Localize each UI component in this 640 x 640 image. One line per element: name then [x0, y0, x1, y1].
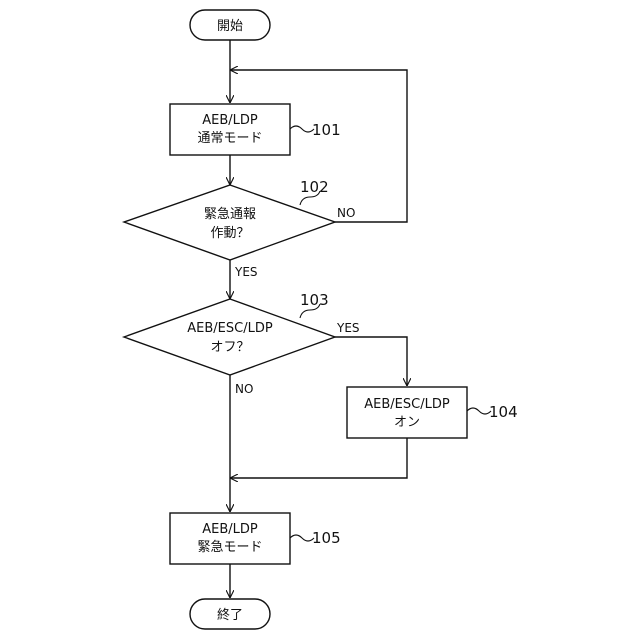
arrow-104-to-merge [230, 438, 407, 478]
decision-103-no-label: NO [235, 382, 253, 396]
end-label: 終了 [217, 607, 243, 623]
decision-103-ref: 103 [300, 291, 329, 309]
process-101-box [170, 104, 290, 155]
process-101-ref: 101 [312, 121, 341, 139]
decision-103-line2: オフ？ [210, 340, 249, 355]
start-label: 開始 [217, 19, 243, 34]
process-104-line1: AEB/ESC/LDP [364, 397, 450, 412]
process-104-ref-leader [467, 408, 491, 414]
decision-102-line1: 緊急通報 [204, 207, 256, 222]
decision-102-diamond [124, 185, 335, 260]
decision-102-no-label: NO [337, 206, 355, 220]
process-101: AEB/LDP 通常モード 101 [170, 104, 341, 155]
process-105-ref-leader [290, 535, 314, 541]
process-105-line2: 緊急モード [197, 540, 262, 555]
decision-103-yes-label: YES [336, 321, 360, 335]
decision-102-line2: 作動？ [210, 226, 249, 241]
process-105-line1: AEB/LDP [202, 522, 258, 537]
arrow-103-yes-to-104 [335, 337, 407, 386]
process-104-ref: 104 [489, 403, 518, 421]
decision-103: AEB/ESC/LDP オフ？ 103 YES NO [124, 291, 360, 396]
process-101-ref-leader [290, 126, 314, 132]
decision-102-ref: 102 [300, 178, 329, 196]
process-105-box [170, 513, 290, 564]
process-105-ref: 105 [312, 529, 341, 547]
process-101-line1: AEB/LDP [202, 113, 258, 128]
process-105: AEB/LDP 緊急モード 105 [170, 513, 341, 564]
decision-103-line1: AEB/ESC/LDP [187, 321, 273, 336]
decision-103-diamond [124, 299, 335, 375]
process-104: AEB/ESC/LDP オン 104 [347, 387, 518, 438]
start-terminal: 開始 [190, 10, 270, 40]
process-104-line2: オン [394, 415, 420, 430]
process-104-box [347, 387, 467, 438]
process-101-line2: 通常モード [197, 131, 262, 146]
decision-102: 緊急通報 作動？ 102 NO YES [124, 178, 355, 279]
end-terminal: 終了 [190, 599, 270, 629]
decision-102-yes-label: YES [234, 265, 258, 279]
